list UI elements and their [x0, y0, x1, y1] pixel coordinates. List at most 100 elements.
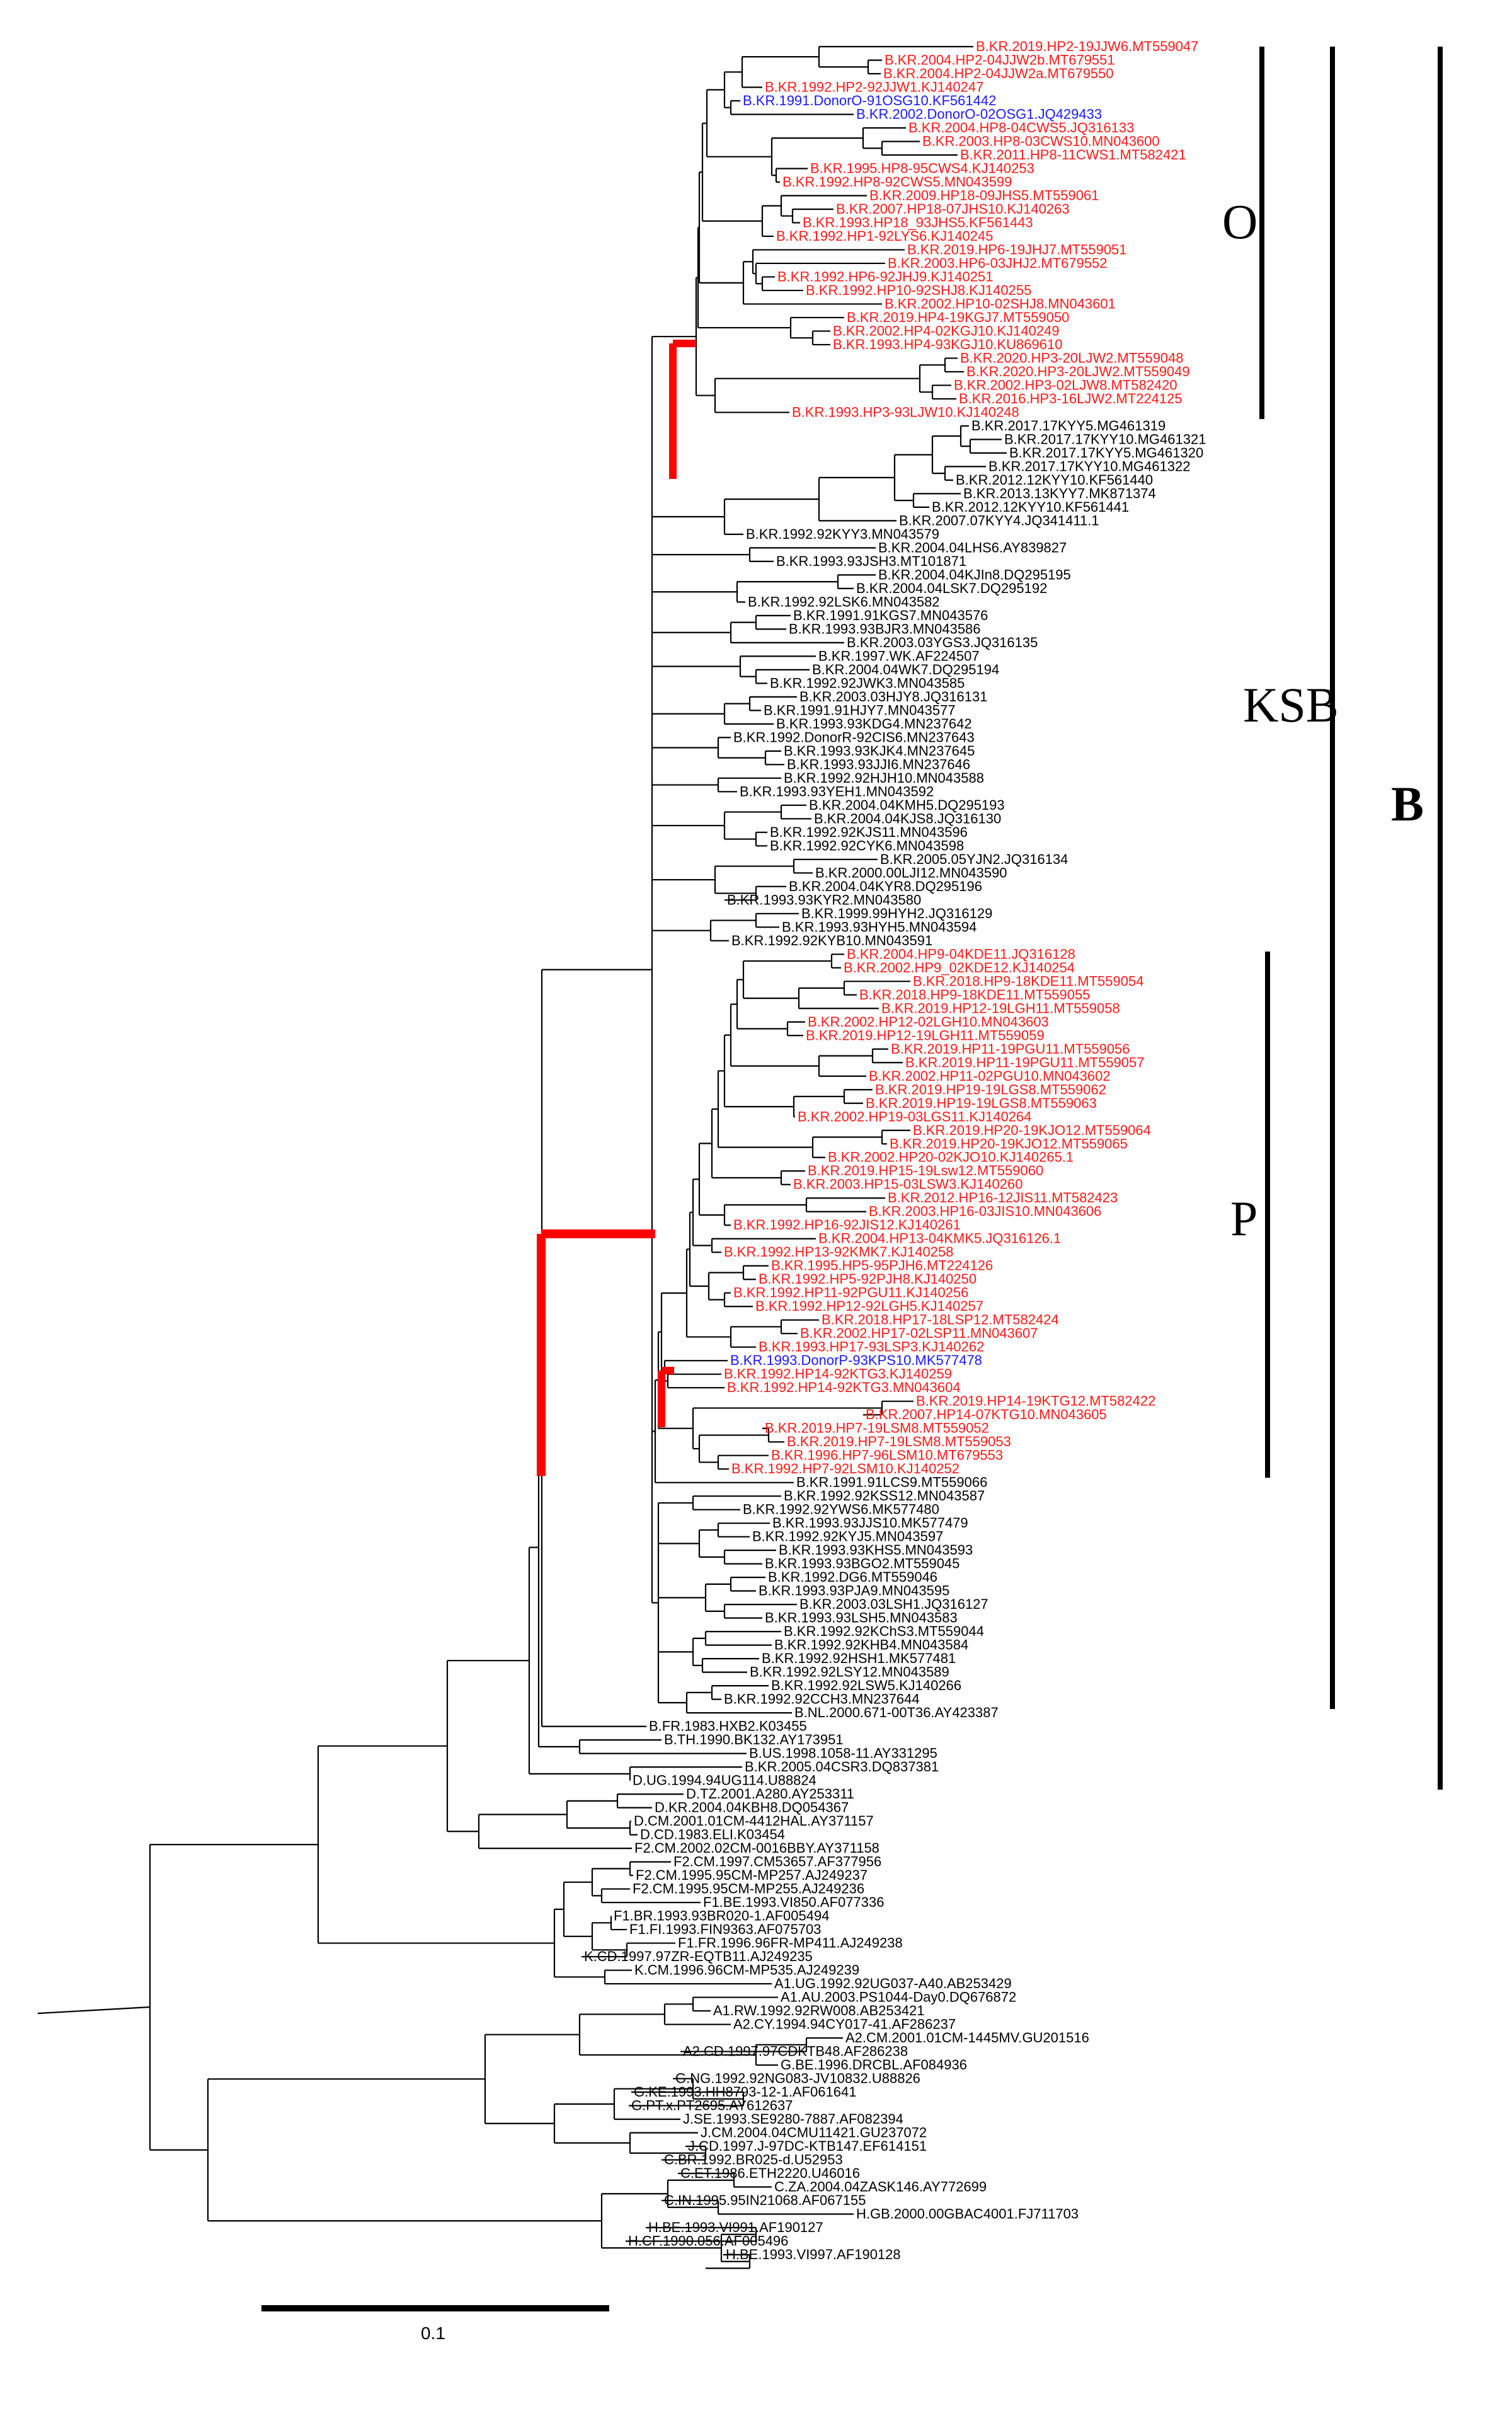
leaf-label: B.KR.1992.HP6-92JHJ9.KJ140251 — [777, 268, 993, 284]
leaf-label: B.KR.1992.HP13-92KMK7.KJ140258 — [724, 1244, 953, 1260]
leaf-label: G.BE.1996.DRCBL.AF084936 — [781, 2057, 967, 2073]
leaf-label: B.KR.1992.HP14-92KTG3.KJ140259 — [724, 1366, 952, 1382]
leaf-label: B.KR.2018.HP9-18KDE11.MT559054 — [913, 973, 1143, 989]
leaf-label: B.KR.2002.HP3-02LJW8.MT582420 — [954, 377, 1177, 393]
leaf-label: B.KR.2004.04KYR8.DQ295196 — [789, 878, 982, 894]
leaf-label: B.KR.1996.HP7-96LSM10.MT679553 — [771, 1447, 1003, 1463]
leaf-label: B.KR.1992.92LSW5.KJ140266 — [771, 1677, 961, 1693]
leaf-label: B.KR.1993.93KYR2.MN043580 — [727, 892, 921, 907]
leaf-label: J.SE.1993.SE9280-7887.AF082394 — [683, 2111, 903, 2127]
leaf-label: B.KR.2005.05YJN2.JQ316134 — [880, 851, 1068, 867]
leaf-labels: B.KR.2019.HP2-19JJW6.MT559047B.KR.2004.H… — [584, 38, 1206, 2262]
leaf-label: B.KR.1993.93YEH1.MN043592 — [740, 783, 934, 799]
leaf-label: F2.CM.1997.CM53657.AF377956 — [673, 1854, 881, 1870]
leaf-label: B.KR.2002.HP11-02PGU10.MN043602 — [869, 1068, 1111, 1084]
leaf-label: B.FR.1983.HXB2.K03455 — [649, 1718, 807, 1734]
leaf-label: B.KR.2002.HP12-02LGH10.MN043603 — [808, 1014, 1049, 1030]
clade-p-label: P — [1230, 1191, 1257, 1246]
leaf-label: B.KR.2007.HP18-07JHS10.KJ140263 — [836, 201, 1070, 217]
leaf-label: B.KR.1992.DG6.MT559046 — [768, 1569, 937, 1585]
leaf-label: B.KR.1991.91HJY7.MN043577 — [764, 702, 956, 718]
leaf-label: B.KR.2019.HP12-19LGH11.MT559058 — [881, 1000, 1120, 1016]
leaf-label: B.KR.2011.HP8-11CWS1.MT582421 — [960, 147, 1186, 163]
leaf-label: F2.CM.2002.02CM-0016BBY.AY371158 — [634, 1840, 879, 1856]
leaf-label: B.KR.1993.HP18_93JHS5.KF561443 — [803, 214, 1033, 230]
clade-bars — [1259, 47, 1443, 1790]
leaf-label: B.KR.1992.92KHB4.MN043584 — [774, 1637, 968, 1653]
leaf-label: B.KR.2003.HP15-03LSW3.KJ140260 — [793, 1177, 1022, 1192]
leaf-label: B.KR.1992.92JWK3.MN043585 — [770, 675, 965, 691]
leaf-label: B.KR.2020.HP3-20LJW2.MT559048 — [960, 350, 1184, 365]
leaf-label: B.KR.2002.HP20-02KJO10.KJ140265.1 — [828, 1149, 1074, 1165]
leaf-label: B.KR.1992.HP8-92CWS5.MN043599 — [782, 174, 1012, 190]
leaf-label: B.KR.1993.HP3-93LJW10.KJ140248 — [792, 404, 1019, 420]
leaf-label: H.GB.2000.00GBAC4001.FJ711703 — [856, 2206, 1079, 2222]
leaf-label: B.KR.2017.17KYY5.MG461319 — [971, 418, 1166, 434]
leaf-label: B.KR.2004.HP9-04KDE11.JQ316128 — [847, 946, 1075, 962]
leaf-label: B.KR.2004.HP13-04KMK5.JQ316126.1 — [818, 1231, 1061, 1246]
leaf-label: F1.FI.1993.FIN9363.AF075703 — [629, 1921, 822, 1937]
leaf-label: A2.CM.2001.01CM-1445MV.GU201516 — [845, 2030, 1089, 2046]
leaf-label: B.NL.2000.671-00T36.AY423387 — [794, 1705, 999, 1720]
leaf-label: D.TZ.2001.A280.AY253311 — [686, 1786, 854, 1802]
leaf-label: D.CD.1983.ELI.K03454 — [640, 1827, 785, 1843]
leaf-label: K.CM.1996.96CM-MP535.AJ249239 — [634, 1962, 859, 1978]
leaf-label: B.KR.1993.93PJA9.MN043595 — [759, 1583, 949, 1599]
leaf-label: B.KR.1992.92KYY3.MN043579 — [746, 526, 939, 542]
leaf-label: B.US.1998.1058-11.AY331295 — [749, 1746, 937, 1761]
highlighted-branches — [537, 340, 696, 1476]
leaf-label: B.KR.1992.HP5-92PJH8.KJ140250 — [759, 1271, 976, 1287]
leaf-label: B.KR.1997.WK.AF224507 — [818, 648, 980, 664]
leaf-label: K.CD.1997.97ZR-EQTB11.AJ249235 — [584, 1948, 813, 1964]
leaf-label: A2.CY.1994.94CY017-41.AF286237 — [733, 2017, 956, 2032]
leaf-label: C.BR.1992.BR025-d.U52953 — [664, 2152, 843, 2168]
leaf-label: B.KR.2002.HP10-02SHJ8.MN043601 — [885, 296, 1116, 311]
leaf-label: J.CM.2004.04CMU11421.GU237072 — [701, 2125, 927, 2141]
leaf-label: A1.RW.1992.92RW008.AB253421 — [713, 2003, 925, 2018]
leaf-label: C.ET.1986.ETH2220.U46016 — [680, 2165, 860, 2181]
leaf-label: B.KR.2007.HP14-07KTG10.MN043605 — [866, 1407, 1107, 1422]
leaf-label: A1.UG.1992.92UG037-A40.AB253429 — [774, 1976, 1012, 1991]
leaf-label: B.KR.1991.91LCS9.MT559066 — [796, 1475, 987, 1490]
leaf-label: B.KR.1992.DonorR-92CIS6.MN237643 — [733, 729, 975, 745]
leaf-label: B.KR.1992.92CCH3.MN237644 — [724, 1691, 920, 1707]
leaf-label: B.KR.2003.03HJY8.JQ316131 — [799, 689, 987, 705]
leaf-label: F1.FR.1996.96FR-MP411.AJ249238 — [678, 1935, 903, 1951]
leaf-label: B.KR.2002.HP4-02KGJ10.KJ140249 — [833, 323, 1060, 338]
leaf-label: B.KR.1992.92KYJ5.MN043597 — [752, 1529, 943, 1545]
leaf-label: B.KR.2004.04KJIn8.DQ295195 — [878, 567, 1071, 582]
leaf-label: B.KR.2005.04CSR3.DQ837381 — [745, 1759, 939, 1775]
leaf-label: B.KR.2000.00LJI12.MN043590 — [815, 865, 1007, 880]
leaf-label: B.KR.1993.93HYH5.MN043594 — [782, 919, 976, 935]
leaf-label: B.KR.2004.04KJS8.JQ316130 — [814, 810, 1001, 826]
leaf-label: B.KR.2019.HP19-19LGS8.MT559062 — [875, 1081, 1106, 1097]
leaf-label: B.KR.2004.HP2-04JJW2b.MT679551 — [885, 52, 1115, 67]
leaf-label: F2.CM.1995.95CM-MP255.AJ249236 — [633, 1881, 864, 1897]
leaf-label: B.KR.2013.13KYY7.MK871374 — [963, 485, 1156, 501]
leaf-label: B.KR.2018.HP17-18LSP12.MT582424 — [822, 1312, 1059, 1328]
leaf-label: B.KR.1992.92KSS12.MN043587 — [784, 1488, 985, 1504]
leaf-label: B.KR.1992.92YWS6.MK577480 — [743, 1502, 939, 1517]
leaf-label: B.KR.1993.93BGO2.MT559045 — [765, 1556, 959, 1572]
leaf-label: D.UG.1994.94UG114.U88824 — [633, 1773, 816, 1788]
leaf-label: B.KR.2004.HP8-04CWS5.JQ316133 — [908, 120, 1134, 135]
leaf-label: B.KR.2003.03YGS3.JQ316135 — [847, 635, 1038, 650]
leaf-label: B.KR.2019.HP12-19LGH11.MT559059 — [806, 1027, 1045, 1043]
leaf-label: F2.CM.1995.95CM-MP257.AJ249237 — [636, 1867, 868, 1883]
leaf-label: B.KR.1992.HP1-92LYS6.KJ140245 — [776, 228, 994, 244]
leaf-label: B.KR.2019.HP4-19KGJ7.MT559050 — [847, 309, 1069, 325]
leaf-label: B.KR.1999.99HYH2.JQ316129 — [801, 906, 992, 921]
leaf-label: B.KR.2019.HP2-19JJW6.MT559047 — [976, 38, 1198, 54]
leaf-label: B.KR.2004.04LSK7.DQ295192 — [856, 580, 1047, 596]
scale-bar: 0.1 — [261, 2305, 609, 2343]
leaf-label: B.KR.2012.12KYY10.KF561441 — [932, 499, 1129, 515]
leaf-label: B.KR.1993.DonorP-93KPS10.MK577478 — [730, 1352, 982, 1368]
leaf-label: B.KR.2012.HP16-12JIS11.MT582423 — [888, 1190, 1118, 1206]
leaf-label: B.KR.1992.HP12-92LGH5.KJ140257 — [755, 1298, 983, 1314]
leaf-label: B.KR.2003.HP6-03JHJ2.MT679552 — [888, 255, 1108, 271]
leaf-label: B.KR.1992.HP10-92SHJ8.KJ140255 — [806, 282, 1031, 298]
leaf-label: C.IN.1995.95IN21068.AF067155 — [664, 2192, 866, 2208]
leaf-label: C.ZA.2004.04ZASK146.AY772699 — [774, 2179, 987, 2195]
leaf-label: F1.BE.1993.VI850.AF077336 — [703, 1894, 884, 1910]
